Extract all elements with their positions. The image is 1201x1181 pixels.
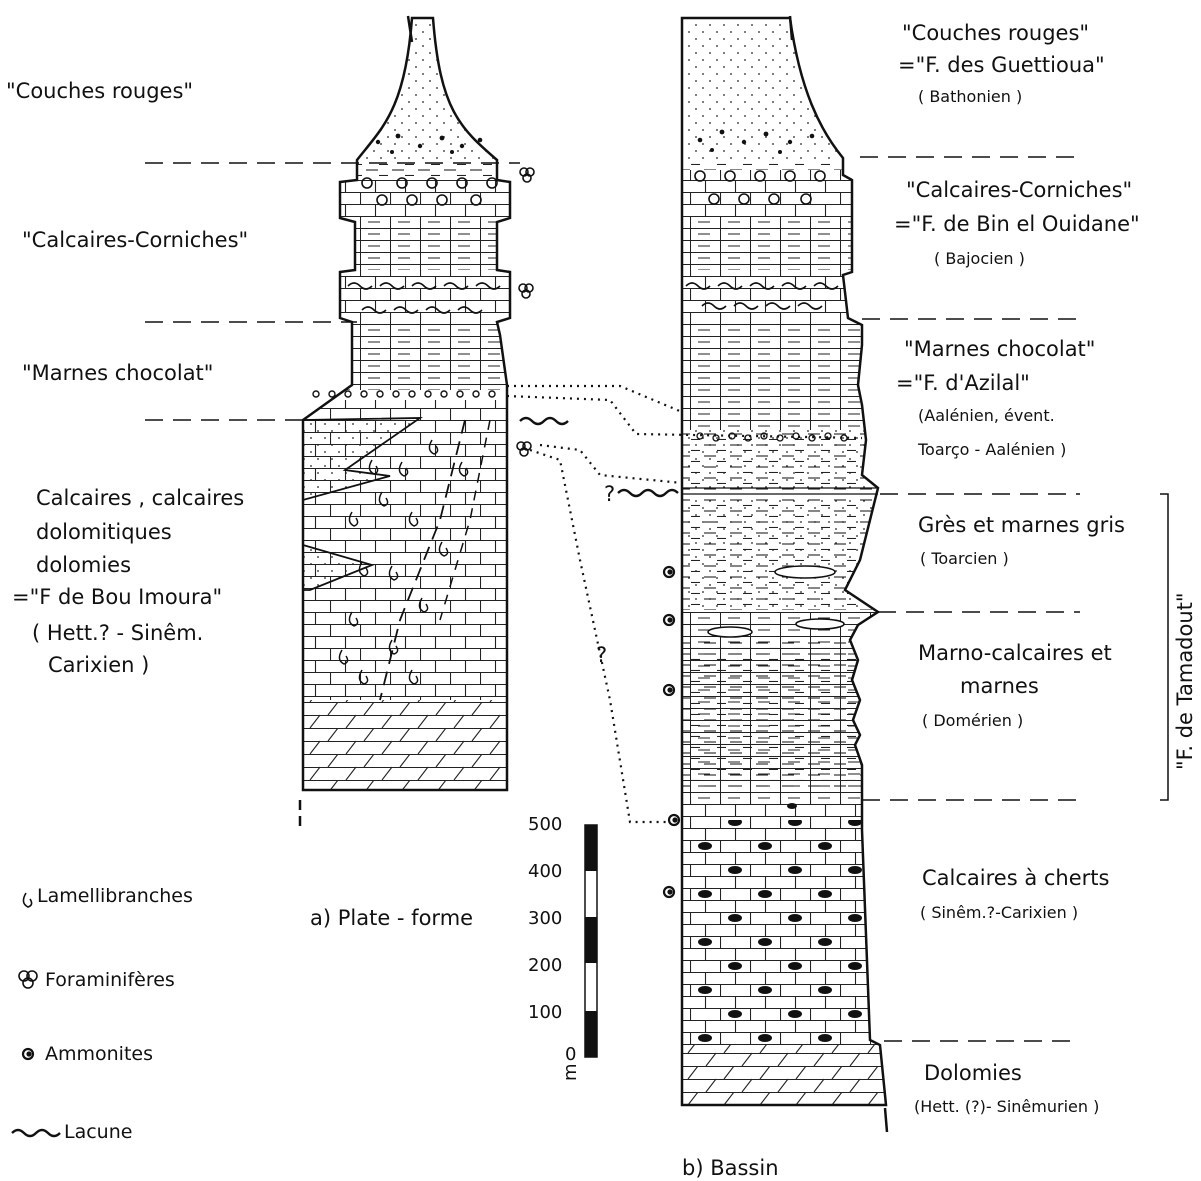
basin-unit-marnes-chocolat: "Marnes chocolat" bbox=[904, 337, 1095, 361]
ammonite-markers bbox=[664, 567, 679, 897]
basin-bracket-label: "F. de Tamadout" bbox=[1173, 592, 1197, 770]
basin-age-aalenien-1: (Aalénien, évent. bbox=[918, 406, 1055, 425]
scale-tick-200: 200 bbox=[528, 955, 562, 976]
lamellibranch-icon bbox=[23, 893, 31, 907]
platform-unit-line-5: ( Hett.? - Sinêm. bbox=[32, 621, 203, 645]
basin-unit-dolomies: Dolomies bbox=[924, 1061, 1022, 1085]
scale-tick-400: 400 bbox=[528, 861, 562, 882]
platform-unit-line-2: dolomitiques bbox=[36, 520, 172, 544]
basin-age-bathonien: ( Bathonien ) bbox=[918, 87, 1022, 106]
scale-tick-0: 0 bbox=[565, 1044, 576, 1065]
basin-formation-guettioua: ="F. des Guettioua" bbox=[898, 53, 1105, 77]
lacuna-icon bbox=[12, 1130, 60, 1136]
basin-age-toarcien: ( Toarcien ) bbox=[920, 549, 1009, 568]
legend-label-foraminiferes: Foraminifères bbox=[45, 969, 175, 991]
foraminifera-icon bbox=[19, 971, 37, 988]
platform-unit-line-6: Carixien ) bbox=[48, 653, 149, 677]
platform-column bbox=[290, 10, 520, 830]
scale-tick-100: 100 bbox=[528, 1002, 562, 1023]
basin-unit-marno-calcaires-1: Marno-calcaires et bbox=[918, 641, 1112, 665]
basin-formation-bin-el-ouidane: ="F. de Bin el Ouidane" bbox=[894, 212, 1140, 236]
scale-bar: 500 400 300 200 100 0 m bbox=[528, 814, 597, 1081]
scale-unit: m bbox=[560, 1063, 581, 1081]
basin-unit-gres-marnes: Grès et marnes gris bbox=[918, 513, 1125, 537]
basin-age-aalenien-2: Toarço - Aalénien ) bbox=[917, 440, 1066, 459]
basin-unit-calcaires-corniches: "Calcaires-Corniches" bbox=[906, 178, 1132, 202]
platform-unit-line-3: dolomies bbox=[36, 553, 131, 577]
platform-title: a) Plate - forme bbox=[310, 906, 473, 930]
platform-unit-marnes-chocolat: "Marnes chocolat" bbox=[22, 361, 213, 385]
basin-unit-calcaires-cherts: Calcaires à cherts bbox=[922, 866, 1109, 890]
basin-title: b) Bassin bbox=[682, 1156, 779, 1180]
platform-unit-calcaires-corniches: "Calcaires-Corniches" bbox=[22, 228, 248, 252]
ammonite-icon bbox=[23, 1049, 33, 1059]
legend-label-lacune: Lacune bbox=[64, 1121, 132, 1143]
basin-unit-marno-calcaires-2: marnes bbox=[960, 674, 1039, 698]
legend: Lamellibranches Foraminifères Ammonites … bbox=[12, 885, 193, 1143]
fossil-markers bbox=[517, 168, 678, 496]
legend-label-ammonites: Ammonites bbox=[45, 1043, 153, 1065]
platform-unit-line-1: Calcaires , calcaires bbox=[36, 486, 244, 510]
scale-tick-500: 500 bbox=[528, 814, 562, 835]
question-mark-correlation: ? bbox=[596, 643, 607, 667]
basin-age-bajocien: ( Bajocien ) bbox=[934, 249, 1025, 268]
basin-age-domerien: ( Domérien ) bbox=[922, 711, 1023, 730]
basin-unit-couches-rouges: "Couches rouges" bbox=[902, 21, 1089, 45]
platform-unit-couches-rouges: "Couches rouges" bbox=[6, 79, 193, 103]
basin-age-sinem-carixien: ( Sinêm.?-Carixien ) bbox=[920, 903, 1078, 922]
question-mark-lacuna: ? bbox=[604, 482, 615, 506]
basin-formation-azilal: ="F. d'Azilal" bbox=[896, 371, 1030, 395]
scale-tick-300: 300 bbox=[528, 908, 562, 929]
platform-unit-line-4: ="F de Bou Imoura" bbox=[12, 585, 222, 609]
basin-age-sinemurien: (Hett. (?)- Sinêmurien ) bbox=[914, 1097, 1099, 1116]
legend-label-lamellibranches: Lamellibranches bbox=[37, 885, 193, 907]
basin-column bbox=[670, 10, 890, 1132]
